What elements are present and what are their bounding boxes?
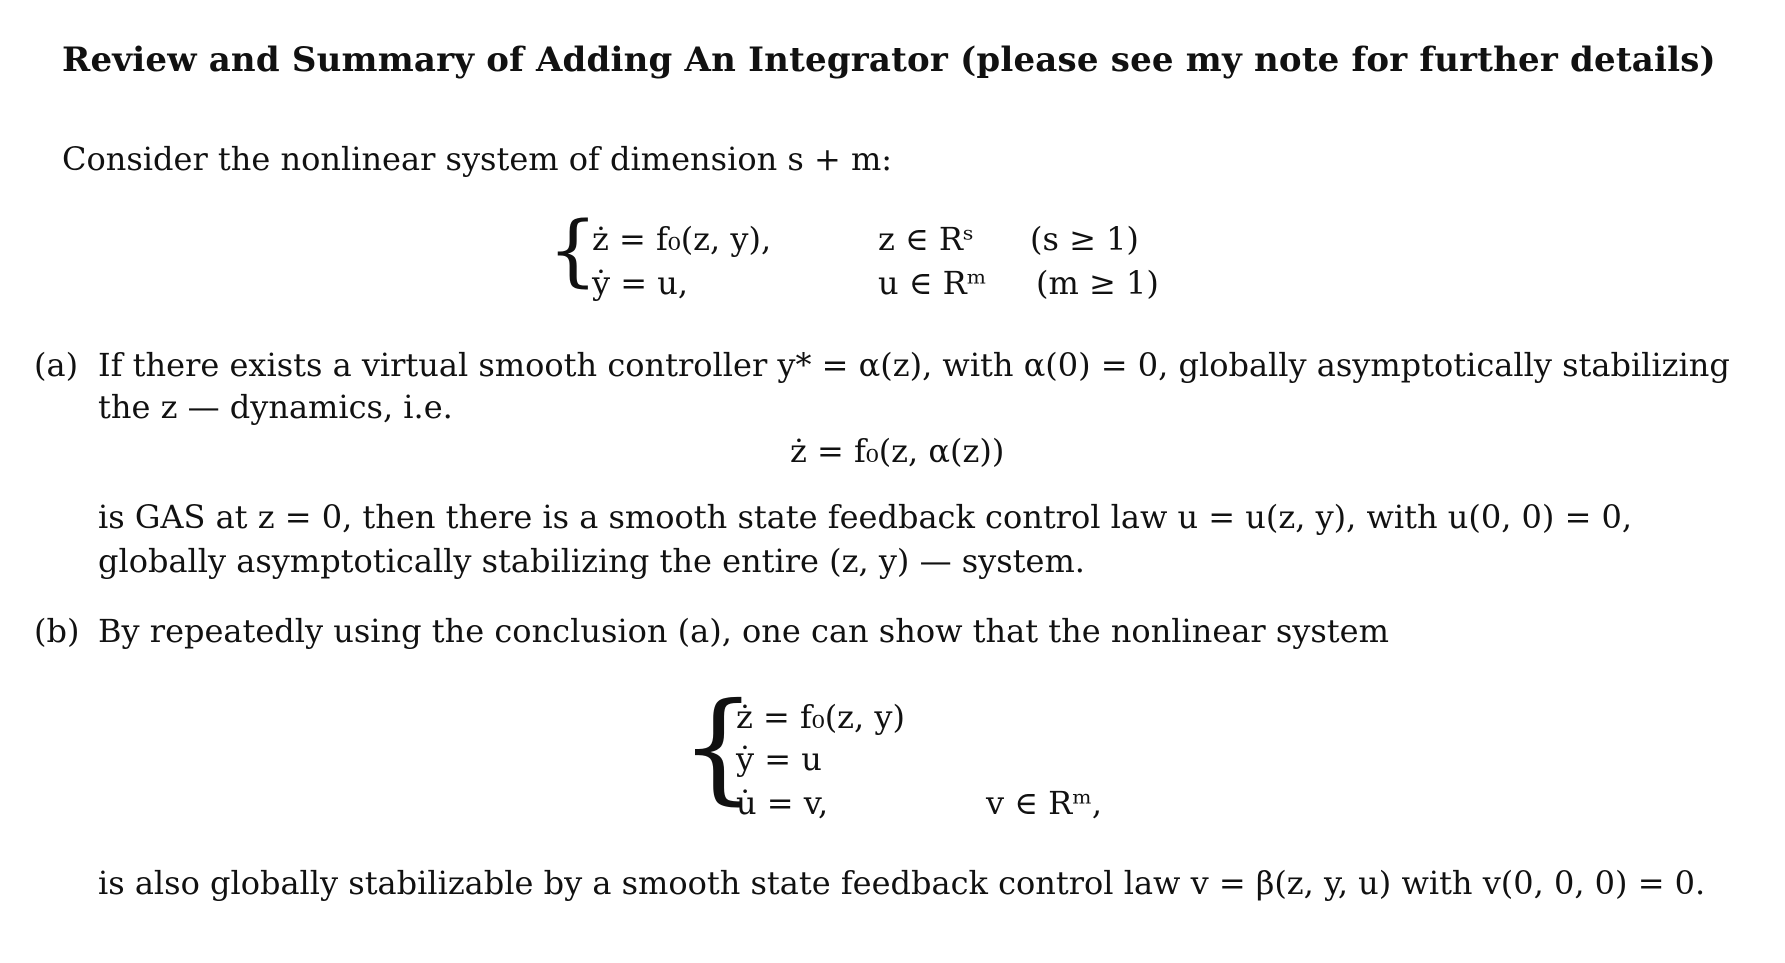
intro-text: Consider the nonlinear system of dimensi… (62, 140, 893, 178)
system2-eq-1: ż = f₀(z, y) (736, 698, 905, 736)
system1-eq-2: ẏ = u, (592, 264, 689, 302)
left-brace-icon: { (680, 678, 757, 817)
system1-domain-2: u ∈ Rᵐ (878, 264, 987, 302)
item-a-line-1: If there exists a virtual smooth control… (98, 346, 1730, 384)
item-b-line-2: is also globally stabilizable by a smoot… (98, 864, 1706, 902)
item-a-line-3: is GAS at z = 0, then there is a smooth … (98, 498, 1633, 536)
item-a-label: (a) (34, 346, 79, 384)
system1-eq-1: ż = f₀(z, y), (592, 220, 772, 258)
system2-domain: v ∈ Rᵐ, (986, 784, 1102, 822)
system1-cond-2: (m ≥ 1) (1036, 264, 1159, 302)
item-b-label: (b) (34, 612, 80, 650)
left-brace-icon: { (548, 206, 598, 296)
item-a-line-2: the z — dynamics, i.e. (98, 388, 453, 426)
system2-eq-3: u̇ = v, (736, 784, 829, 822)
system2-eq-2: ẏ = u (736, 740, 822, 778)
item-b-line-1: By repeatedly using the conclusion (a), … (98, 612, 1389, 650)
page-title: Review and Summary of Adding An Integrat… (62, 40, 1716, 80)
system1-domain-1: z ∈ Rˢ (878, 220, 974, 258)
item-a-equation: ż = f₀(z, α(z)) (790, 432, 1005, 470)
item-a-line-4: globally asymptotically stabilizing the … (98, 542, 1085, 580)
system1-cond-1: (s ≥ 1) (1030, 220, 1139, 258)
